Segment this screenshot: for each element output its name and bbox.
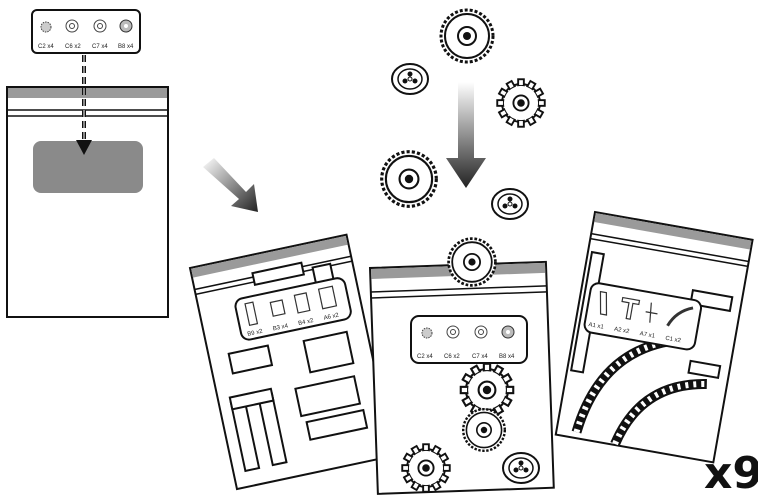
- top-label-3: B8 x4: [118, 44, 134, 50]
- empty-bag: [7, 87, 168, 317]
- gear-icon: [463, 409, 505, 451]
- gear-icon: [449, 239, 496, 286]
- pulley-icon: [503, 453, 539, 483]
- top-label-2: C7 x4: [92, 44, 108, 50]
- gear-icon: [497, 79, 545, 127]
- bag-strip: [8, 88, 167, 98]
- part-c2-icon: [41, 22, 51, 32]
- top-label-1: C6 x2: [65, 44, 81, 50]
- top-parts-card: C2 x4 C6 x2 C7 x4 B8 x4: [32, 10, 140, 53]
- bag-label-window: [33, 141, 143, 193]
- pulley-icon: [492, 189, 528, 219]
- center-label-3: B8 x4: [499, 354, 515, 360]
- part-b8-icon: [120, 20, 132, 32]
- down-arrow: [446, 82, 486, 188]
- top-label-0: C2 x4: [38, 44, 54, 50]
- center-bag-card: C2 x4 C6 x2 C7 x4 B8 x4: [411, 316, 527, 363]
- part-c7-icon: [94, 20, 106, 32]
- gear-icon: [382, 152, 437, 207]
- center-label-2: C7 x4: [472, 354, 488, 360]
- left-filled-bag: [190, 235, 393, 489]
- center-label-0: C2 x4: [417, 354, 433, 360]
- gear-icon: [441, 10, 493, 62]
- pulley-icon: [392, 64, 428, 94]
- multiplier-label: x9: [704, 448, 758, 498]
- diagonal-arrow: [203, 158, 258, 212]
- center-label-1: C6 x2: [444, 354, 460, 360]
- part-c6-icon: [66, 20, 78, 32]
